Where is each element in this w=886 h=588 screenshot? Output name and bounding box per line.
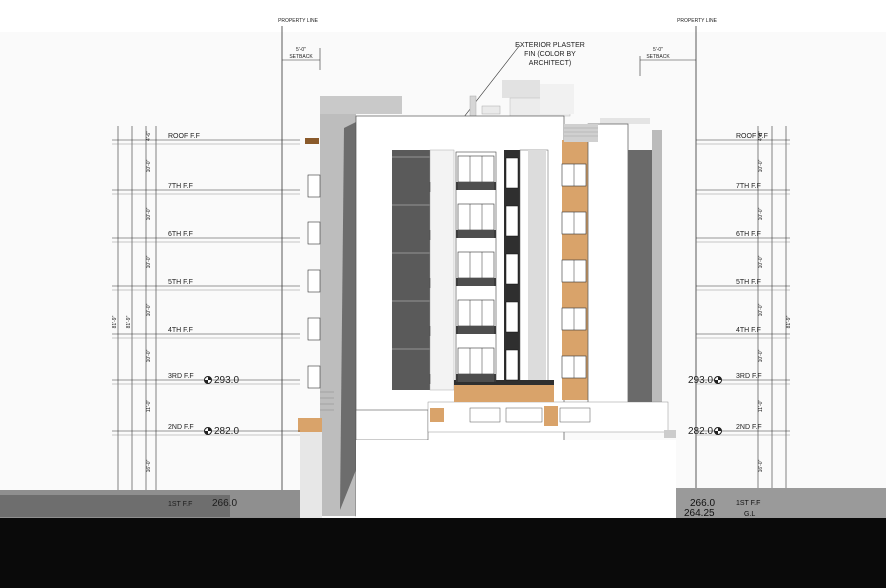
second-dim-right: 11'-0"	[758, 400, 764, 413]
building	[298, 80, 676, 518]
floor-label-1st-right: 1ST F.F	[736, 500, 760, 507]
unit-window-floor-4	[392, 203, 587, 240]
elevation-1st-right: 266.0	[690, 498, 715, 509]
unit-window-floor-3	[392, 155, 587, 192]
floor-label-f6-left: 6TH F.F	[168, 231, 193, 238]
floor-level-f3: 3RD F.F 3RD F.F 10'-0" 10'-0"	[112, 349, 790, 385]
floor-label-1st-left: 1ST F.F	[168, 501, 192, 508]
elevation-1st-left: 266.0	[212, 498, 237, 509]
floor-label-f2-left: 2ND F.F	[168, 424, 194, 431]
property-line-label-left: PROPERTY LINE	[278, 18, 318, 24]
setback-label-left: SETBACK	[289, 54, 313, 60]
unit-windows	[392, 155, 587, 384]
overall-dim-left: 81'-9"	[112, 315, 118, 328]
floor-label-f7-right: 7TH F.F	[736, 183, 761, 190]
floor-label-f6-right: 6TH F.F	[736, 231, 761, 238]
floor-label-f3-left: 3RD F.F	[168, 373, 194, 380]
floor-dim-f5-left: 10'-0"	[146, 255, 152, 268]
property-line-right: PROPERTY LINE	[677, 18, 718, 520]
setback-dim-right: 5'-0"	[653, 47, 663, 53]
ground-dim-right: 16'-0"	[758, 459, 764, 472]
floor-label-f5-right: 5TH F.F	[736, 279, 761, 286]
floor-dim-f7-left: 10'-0"	[146, 159, 152, 172]
vertical-dimension-labels: 81'-9" 81'-9" 81'-9" 4'-6" 4'-6" 16'-0" …	[112, 131, 792, 473]
floor-dim-f4-right: 10'-0"	[758, 303, 764, 316]
floor-label-f5-left: 5TH F.F	[168, 279, 193, 286]
elevation-2nd-right: 282.0	[688, 426, 713, 437]
floor-label-roof-right: ROOF F.F	[736, 133, 768, 140]
unit-window-floor-6	[392, 299, 587, 336]
floor-label-roof-left: ROOF F.F	[168, 133, 200, 140]
elevation-3rd-right: 293.0	[688, 375, 713, 386]
second-dim-left: 11'-0"	[146, 400, 152, 413]
annotation-line-2: FIN (COLOR BY	[524, 51, 576, 58]
ground-band: 266.0 1ST F.F 266.0 1ST F.F 264.25 G.L	[0, 488, 886, 588]
floor-label-f4-left: 4TH F.F	[168, 327, 193, 334]
setback-right: 5'-0" SETBACK	[639, 47, 696, 76]
ground-dim-left: 16'-0"	[146, 459, 152, 472]
setback-left: 5'-0" SETBACK	[282, 47, 321, 70]
floor-level-f4: 4TH F.F 4TH F.F 10'-0" 10'-0"	[112, 303, 790, 339]
floor-label-f7-left: 7TH F.F	[168, 183, 193, 190]
setback-dim-left: 5'-0"	[296, 47, 306, 53]
annotation-line-1: EXTERIOR PLASTER	[515, 42, 585, 49]
floor-label-f3-right: 3RD F.F	[736, 373, 762, 380]
elevation-grade-right: 264.25	[684, 508, 715, 519]
floor-level-roof: ROOF F.F ROOF F.F	[112, 133, 790, 145]
floor-level-f7: 7TH F.F 7TH F.F 10'-0" 10'-0"	[112, 159, 790, 195]
parapet-dim-left: 4'-6"	[146, 131, 152, 141]
elevation-2nd-left: 282.0	[214, 426, 239, 437]
floor-dim-f6-left: 10'-0"	[146, 207, 152, 220]
elevation-markers: 293.0 282.0 293.0 282.0	[204, 375, 722, 437]
annotation-line-3: ARCHITECT)	[529, 60, 571, 67]
floor-label-f4-right: 4TH F.F	[736, 327, 761, 334]
floor-levels: ROOF F.F ROOF F.F 7TH F.F 7TH F.F 10'-0" 10'-…	[112, 133, 790, 436]
property-line-left: PROPERTY LINE	[278, 18, 319, 520]
overall-dim-right: 81'-9"	[786, 315, 792, 328]
elevation-3rd-left: 293.0	[214, 375, 239, 386]
parapet-dim-right: 4'-6"	[758, 131, 764, 141]
grade-label-right: G.L	[744, 511, 755, 518]
floor-dim-f6-right: 10'-0"	[758, 207, 764, 220]
floor-dim-f3-right: 10'-0"	[758, 349, 764, 362]
unit-window-floor-7	[392, 347, 587, 384]
floor-level-f6: 6TH F.F 6TH F.F 10'-0" 10'-0"	[112, 207, 790, 243]
unit-window-floor-5	[392, 251, 587, 288]
floor-label-f2-right: 2ND F.F	[736, 424, 762, 431]
property-line-label-right: PROPERTY LINE	[677, 18, 717, 24]
setback-label-right: SETBACK	[646, 54, 670, 60]
floor-dim-f7-right: 10'-0"	[758, 159, 764, 172]
floor-level-f5: 5TH F.F 5TH F.F 10'-0" 10'-0"	[112, 255, 790, 291]
floor-dim-f5-right: 10'-0"	[758, 255, 764, 268]
overall-dim-left-2: 81'-9"	[126, 315, 132, 328]
floor-dim-f3-left: 10'-0"	[146, 349, 152, 362]
floor-dim-f4-left: 10'-0"	[146, 303, 152, 316]
